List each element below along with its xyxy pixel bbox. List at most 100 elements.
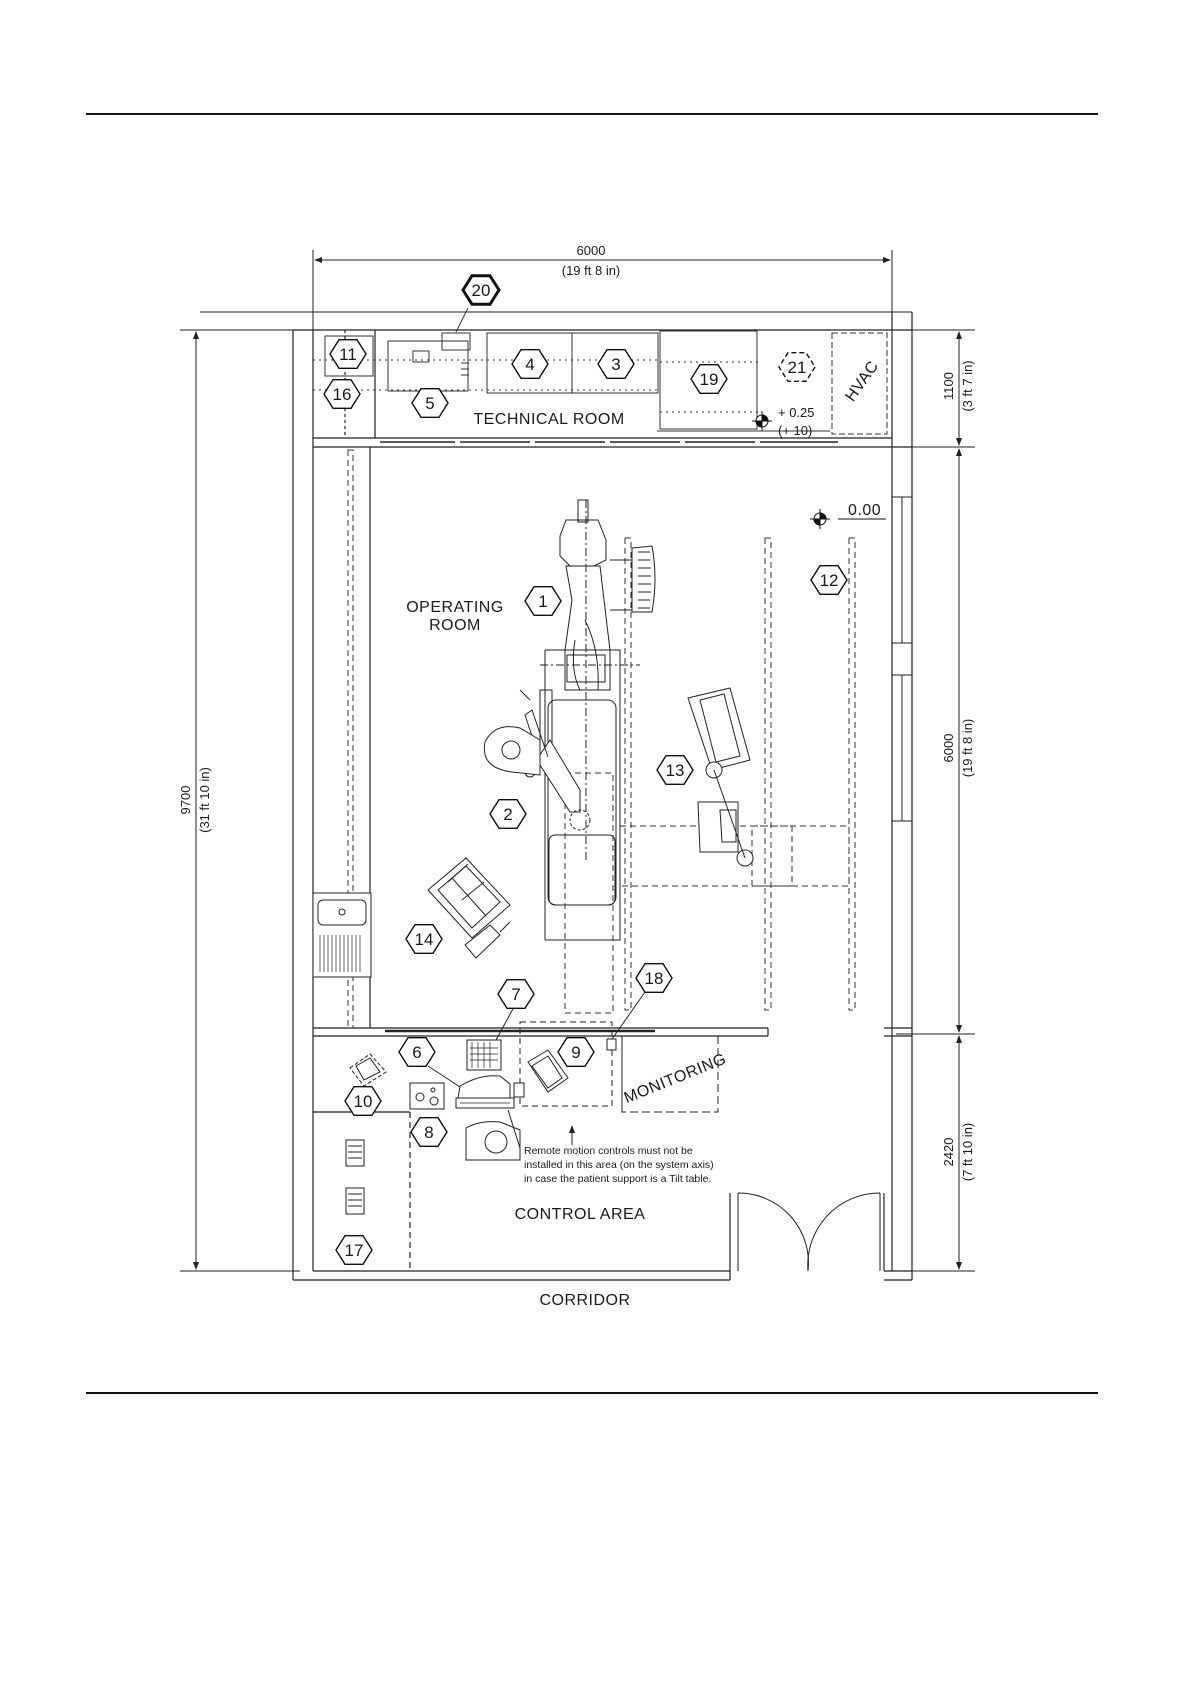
hexagon-icon <box>557 1036 595 1068</box>
item-number: 16 <box>333 385 352 404</box>
item-callout-10: 10 <box>344 1085 382 1117</box>
level-marker-tech <box>752 411 772 431</box>
item-callout-21: 21 <box>778 352 816 382</box>
item-number: 19 <box>700 370 719 389</box>
right-control-imperial-label: (7 ft 10 in) <box>960 1123 975 1182</box>
right-tech-label: 1100 <box>941 372 956 400</box>
hexagon-icon <box>511 349 549 379</box>
item-callout-5: 5 <box>411 388 449 418</box>
stool-17b <box>345 1187 365 1215</box>
hexagon-icon <box>398 1036 436 1068</box>
stool-17a <box>345 1139 365 1167</box>
control-area-layout <box>385 984 719 1145</box>
stool-10 <box>349 1053 387 1087</box>
operating-room-label-line2: ROOM <box>429 617 481 634</box>
right-tech-imperial-label: (3 ft 7 in) <box>960 360 975 411</box>
item-callout-20: 20 <box>461 274 501 306</box>
monitor-7 <box>466 1006 515 1071</box>
instrument-cart-14 <box>427 857 511 959</box>
item-callout-6: 6 <box>398 1036 436 1068</box>
robot-arm-system <box>519 499 656 941</box>
monitor-ceiling-arm-13 <box>687 687 754 867</box>
corridor-label: CORRIDOR <box>539 1292 630 1309</box>
item-number: 2 <box>503 805 512 824</box>
right-operating-imperial-label: (19 ft 8 in) <box>960 719 975 778</box>
item-callout-11: 11 <box>329 339 367 369</box>
hexagon-icon <box>461 274 501 306</box>
tech-level-imperial-label: (+ 10) <box>778 423 812 438</box>
item-callout-8: 8 <box>410 1116 448 1148</box>
item-callout-18: 18 <box>635 963 673 993</box>
item-callout-3: 3 <box>597 349 635 379</box>
item-number: 14 <box>415 930 434 949</box>
item-number: 10 <box>354 1092 373 1111</box>
item-number: 21 <box>788 358 807 377</box>
cabinet-19 <box>659 330 758 430</box>
dimension-right <box>896 329 975 1272</box>
note-line-1: Remote motion controls must not be <box>524 1145 693 1157</box>
top-width-label: 6000 <box>577 243 606 258</box>
right-operating-label: 6000 <box>941 734 956 763</box>
hexagon-icon <box>690 364 728 394</box>
hexagon-icon <box>344 1085 382 1117</box>
item-number: 8 <box>424 1123 433 1142</box>
hexagon-icon <box>489 799 527 829</box>
item-callout-4: 4 <box>511 349 549 379</box>
item-callout-16: 16 <box>323 379 361 409</box>
hexagon-icon <box>524 586 562 616</box>
bottom-rule <box>86 1392 1098 1394</box>
control-area-label: CONTROL AREA <box>515 1206 646 1223</box>
item-callout-7: 7 <box>497 979 535 1009</box>
operator-figure <box>465 1109 521 1161</box>
hexagon-icon <box>597 349 635 379</box>
right-control-label: 2420 <box>941 1138 956 1167</box>
item-number: 6 <box>412 1043 421 1062</box>
floor-level-label: 0.00 <box>848 502 881 519</box>
monitoring-label: MONITORING <box>622 1051 729 1107</box>
item-callout-9: 9 <box>557 1036 595 1068</box>
item-callout-1: 1 <box>524 586 562 616</box>
technical-room-label: TECHNICAL ROOM <box>473 411 624 428</box>
item-number: 9 <box>571 1043 580 1062</box>
item-callout-19: 19 <box>690 364 728 394</box>
hexagon-icon <box>335 1234 373 1266</box>
item-callout-17: 17 <box>335 1234 373 1266</box>
item-number: 13 <box>666 761 685 780</box>
hexagon-icon <box>329 339 367 369</box>
item-callout-14: 14 <box>405 924 443 954</box>
hexagon-icon <box>635 963 673 993</box>
hexagon-icon <box>323 379 361 409</box>
top-rule <box>86 113 1098 115</box>
cabinet-20 <box>441 332 471 351</box>
level-marker-floor <box>810 509 886 529</box>
remote-control-9 <box>527 1049 569 1093</box>
item-callout-13: 13 <box>656 755 694 785</box>
dimension-top <box>200 250 912 330</box>
walls <box>292 312 913 1281</box>
right-windows <box>891 496 913 822</box>
double-door <box>737 1192 881 1272</box>
note-line-2: installed in this area (on the system ax… <box>524 1159 714 1171</box>
hexagon-icon <box>405 924 443 954</box>
item-number: 12 <box>820 571 839 590</box>
operating-room-label-line1: OPERATING <box>406 599 504 616</box>
item-number: 18 <box>645 969 664 988</box>
item-number: 3 <box>611 355 620 374</box>
item-number: 20 <box>472 281 491 300</box>
dimension-left <box>180 329 300 1272</box>
cabinet-3 <box>571 332 659 394</box>
item-number: 5 <box>425 394 434 413</box>
item-number: 7 <box>511 985 520 1004</box>
top-width-imperial-label: (19 ft 8 in) <box>562 263 621 278</box>
item-number: 4 <box>525 355 534 374</box>
operator-chair-2 <box>483 726 541 776</box>
hexagon-icon <box>410 1116 448 1148</box>
item-number: 11 <box>339 345 357 364</box>
hexagon-icon <box>497 979 535 1009</box>
item-number: 1 <box>538 592 547 611</box>
item-number: 17 <box>345 1241 364 1260</box>
note-line-3: in case the patient support is a Tilt ta… <box>524 1173 711 1185</box>
left-height-imperial-label: (31 ft 10 in) <box>197 767 212 833</box>
item-callout-12: 12 <box>810 565 848 595</box>
